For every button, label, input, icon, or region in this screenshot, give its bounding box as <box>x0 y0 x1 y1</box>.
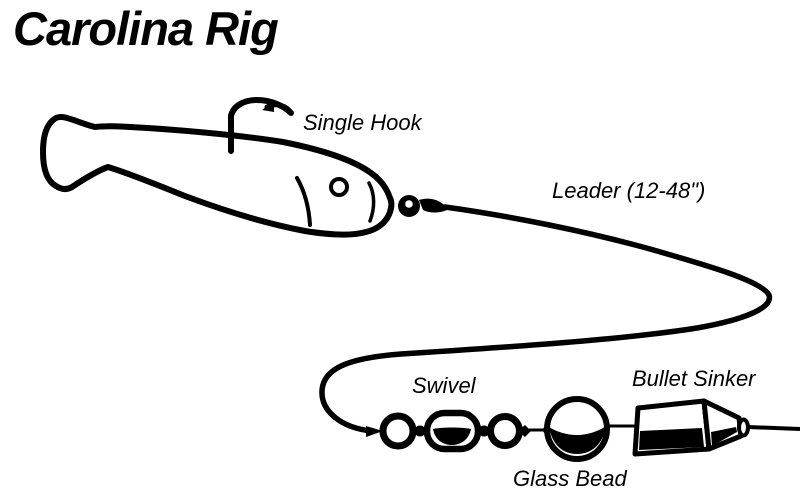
label-leader: Leader (12-48") <box>552 178 706 203</box>
fish-gill-line <box>295 176 312 227</box>
single-hook-drawing <box>228 96 449 217</box>
swivel-left-knot <box>414 425 426 437</box>
swivel-left-tie <box>366 426 383 437</box>
fish-eye <box>329 177 349 197</box>
bullet-sinker-drawing <box>632 398 750 457</box>
sinker-body-shading <box>639 428 704 450</box>
swivel-drawing <box>366 409 551 453</box>
sinker-nose-cone <box>701 398 744 452</box>
swivel-right-knot <box>478 425 490 437</box>
swivel-right-ring <box>487 413 523 449</box>
fish-body-outline <box>40 114 395 238</box>
label-glass-bead: Glass Bead <box>513 466 627 491</box>
main-line <box>747 425 800 431</box>
label-single-hook: Single Hook <box>303 110 422 135</box>
hook-eye-hole <box>405 200 413 208</box>
soft-plastic-bait-drawing <box>40 114 395 238</box>
sinker-cone-shading <box>711 427 737 446</box>
hook-barb <box>262 101 274 112</box>
label-bullet-sinker: Bullet Sinker <box>632 366 756 391</box>
sinker-tip <box>737 417 750 438</box>
glass-bead-drawing <box>544 396 638 462</box>
leader-line <box>319 204 773 434</box>
swivel-right-tie <box>518 425 531 437</box>
fish-snout-line <box>367 181 376 223</box>
swivel-left-ring <box>379 412 417 450</box>
glass-bead-shading <box>549 426 606 454</box>
page-title: Carolina Rig <box>13 2 279 55</box>
label-swivel: Swivel <box>412 373 476 398</box>
swivel-barrel-shading <box>433 427 471 445</box>
hook-eye-knot <box>419 198 449 213</box>
